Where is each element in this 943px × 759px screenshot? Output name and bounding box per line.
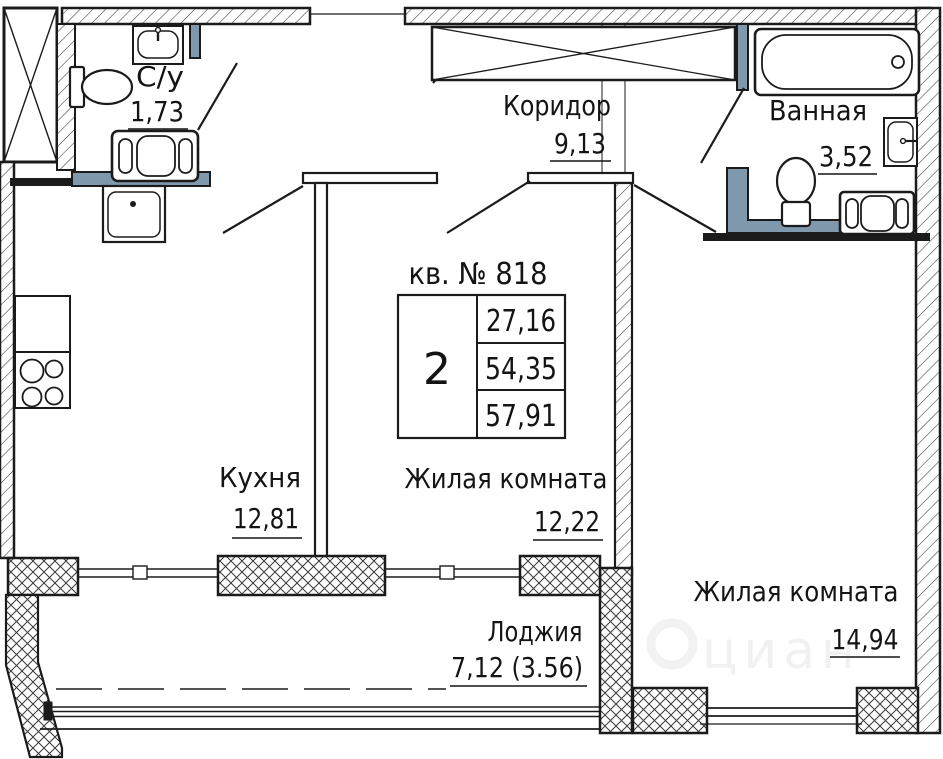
fixtures: [14, 25, 921, 409]
area-total: 57,91: [485, 399, 557, 434]
bathroom-sink: [883, 117, 918, 167]
wall-bottom-block-3: [518, 554, 602, 597]
wall-top-left: [60, 6, 312, 26]
wall-bath-bottom: [703, 233, 930, 241]
watermark-logo-icon: [646, 618, 698, 670]
shaft-box: [2, 6, 59, 164]
wall-left: [0, 160, 16, 560]
room-area-corridor: 9,13: [554, 127, 606, 160]
wc-door-leaf: [197, 62, 238, 131]
watermark: циан: [646, 618, 861, 681]
wall-bottom-block-1: [6, 556, 80, 597]
wall-rlr-bottom-left: [631, 686, 709, 735]
kitchen-door-leaf: [222, 185, 304, 234]
room-area-livingroom-2: 14,94: [832, 623, 899, 656]
wall-wc-right-wet: [189, 23, 201, 59]
watermark-text: циан: [702, 621, 861, 681]
room-area-bathroom: 3,52: [819, 140, 873, 173]
bathtub: [753, 27, 921, 97]
right-livingroom-door-leaf: [633, 184, 717, 233]
wall-corridor-kitchen: [301, 171, 439, 185]
right-livingroom-window: [700, 707, 862, 725]
room-area-kitchen: 12,81: [233, 502, 299, 535]
loggia-glazing: [40, 701, 600, 730]
wall-wc-bottom-dark: [10, 178, 72, 186]
wardrobe: [430, 25, 737, 82]
room-label-loggia: Лоджия: [488, 615, 583, 648]
wall-loggia-pillar: [598, 566, 634, 735]
kitchen-sink: [101, 184, 167, 244]
wall-bottom-block-2: [216, 554, 387, 597]
room-label-kitchen: Кухня: [219, 461, 301, 494]
wall-top-right: [403, 6, 932, 26]
windows: [40, 565, 862, 730]
wall-kitchen-livingroom: [313, 181, 329, 577]
room-label-wc: С/у: [136, 60, 184, 93]
kitchen-stove: [14, 295, 71, 409]
apartment-title: кв. № 818: [409, 257, 548, 292]
room-labels: С/у 1,73 Коридор 9,13 Ванная 3,52 Кухня …: [128, 60, 900, 687]
area-apartment: 54,35: [485, 352, 557, 387]
title-table: [396, 293, 567, 440]
bathroom-washing-machine: [838, 190, 916, 236]
wc-sink: [132, 25, 184, 65]
room-label-bathroom: Ванная: [769, 94, 867, 127]
wall-bearing-vertical: [613, 181, 634, 577]
wall-loggia-left: [4, 593, 64, 759]
wc-washing-machine: [110, 129, 200, 183]
wc-toilet: [68, 65, 134, 109]
wall-rlr-bottom-right: [855, 686, 920, 735]
room-area-loggia: 7,12 (3.56): [451, 651, 583, 684]
room-area-wc: 1,73: [130, 95, 184, 128]
room-area-livingroom-1: 12,22: [534, 505, 600, 538]
livingroom-door-leaf: [446, 180, 531, 234]
room-label-corridor: Коридор: [503, 89, 611, 122]
bathroom-door-leaf: [700, 87, 745, 164]
area-living: 27,16: [486, 304, 556, 339]
bathroom-toilet: [775, 156, 817, 228]
livingroom-window: [385, 565, 520, 580]
title-block: кв. № 818 2 27,16 54,35 57,91: [396, 257, 567, 440]
wall-corridor-livingroom: [526, 171, 635, 185]
rooms-count: 2: [423, 344, 451, 395]
wall-bath-left-upper-wet: [736, 23, 749, 91]
room-label-livingroom-2: Жилая комната: [694, 575, 899, 608]
room-label-livingroom-1: Жилая комната: [405, 462, 608, 495]
wall-right: [914, 6, 942, 735]
kitchen-window: [78, 565, 218, 580]
